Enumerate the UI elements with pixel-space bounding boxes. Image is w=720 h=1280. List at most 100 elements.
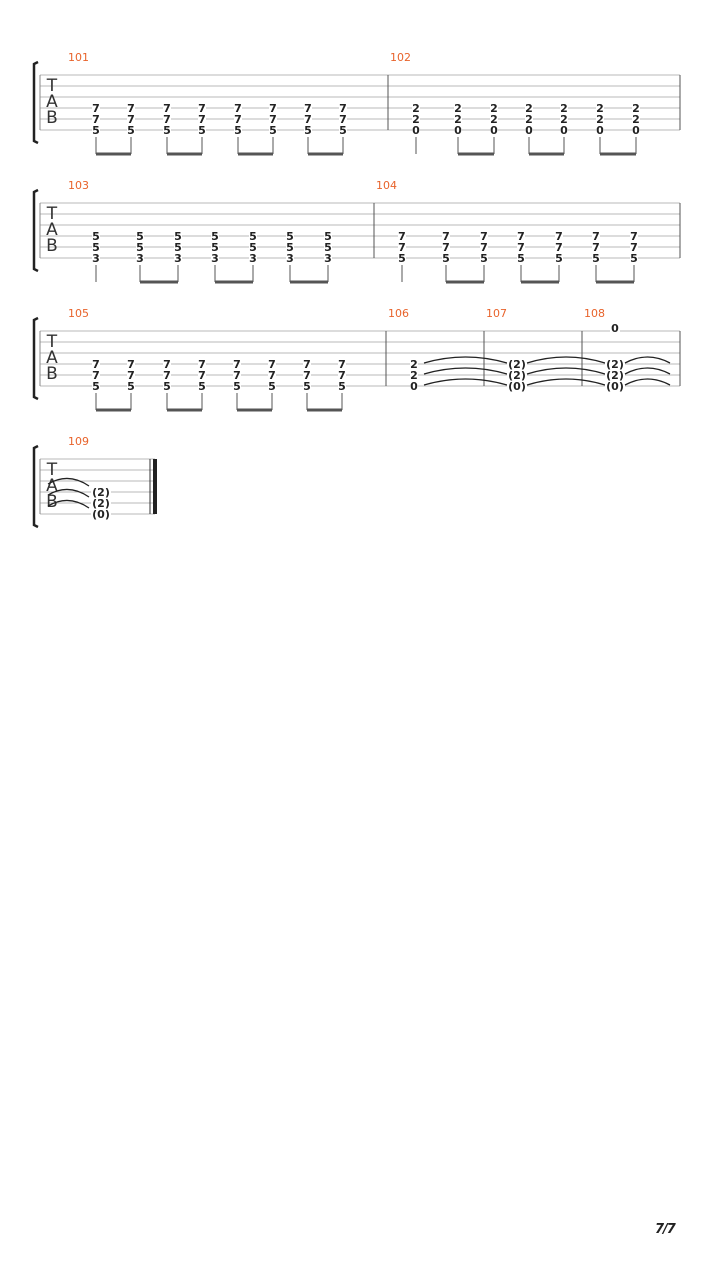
fret-mask — [324, 231, 332, 241]
tie-arc — [47, 477, 90, 487]
fret-number: 7 — [92, 358, 100, 371]
fret-mask — [163, 359, 171, 369]
fret-mask — [632, 125, 640, 135]
tab-clef-letter: B — [46, 108, 58, 128]
fret-number: 2 — [410, 369, 418, 382]
fret-mask — [412, 103, 420, 113]
fret-mask — [605, 359, 625, 369]
fret-mask — [555, 253, 563, 263]
fret-mask — [234, 125, 242, 135]
fret-number: 2 — [410, 358, 418, 371]
fret-mask — [127, 114, 135, 124]
fret-number: 7 — [339, 102, 347, 115]
fret-number: 2 — [632, 113, 640, 126]
fret-mask — [632, 114, 640, 124]
fret-number: 0 — [412, 124, 420, 137]
fret-number: 5 — [92, 380, 100, 393]
tie-arc — [47, 488, 90, 498]
fret-number: 2 — [454, 102, 462, 115]
fret-number: 7 — [303, 358, 311, 371]
fret-number: 7 — [234, 102, 242, 115]
fret-number: 3 — [249, 252, 257, 265]
fret-mask — [234, 103, 242, 113]
fret-mask — [136, 231, 144, 241]
fret-number: 7 — [592, 241, 600, 254]
tab-clef-letter: B — [46, 492, 58, 512]
fret-mask — [198, 370, 206, 380]
fret-mask — [91, 498, 111, 508]
fret-number: 5 — [286, 230, 294, 243]
fret-mask — [136, 253, 144, 263]
fret-number: 5 — [92, 230, 100, 243]
tab-clef-letter: T — [46, 332, 58, 352]
fret-mask — [92, 114, 100, 124]
fret-number: 2 — [525, 113, 533, 126]
fret-number: (0) — [92, 508, 110, 521]
fret-mask — [127, 370, 135, 380]
fret-mask — [127, 125, 135, 135]
fret-number: 7 — [398, 241, 406, 254]
fret-mask — [163, 381, 171, 391]
fret-number: 3 — [174, 252, 182, 265]
fret-number: 7 — [555, 241, 563, 254]
fret-number: 7 — [304, 102, 312, 115]
fret-mask — [324, 253, 332, 263]
fret-mask — [211, 253, 219, 263]
fret-mask — [454, 125, 462, 135]
fret-mask — [92, 253, 100, 263]
tie-arc — [526, 367, 606, 375]
fret-number: 7 — [442, 241, 450, 254]
tie-arc — [624, 367, 671, 375]
fret-number: 7 — [269, 113, 277, 126]
measure-number: 108 — [584, 307, 605, 320]
fret-mask — [338, 370, 346, 380]
fret-mask — [233, 381, 241, 391]
fret-number: 5 — [338, 380, 346, 393]
fret-number: 0 — [490, 124, 498, 137]
fret-number: 5 — [592, 252, 600, 265]
page-number: 7/7 — [655, 1222, 676, 1237]
fret-mask — [198, 125, 206, 135]
fret-mask — [233, 370, 241, 380]
fret-mask — [560, 114, 568, 124]
fret-number: 7 — [198, 113, 206, 126]
fret-mask — [286, 231, 294, 241]
fret-mask — [398, 253, 406, 263]
fret-mask — [249, 231, 257, 241]
fret-number: 2 — [490, 113, 498, 126]
fret-number: 5 — [127, 124, 135, 137]
fret-number: 5 — [339, 124, 347, 137]
fret-mask — [442, 231, 450, 241]
measure-number: 105 — [68, 307, 89, 320]
fret-number: 7 — [517, 230, 525, 243]
fret-mask — [91, 487, 111, 497]
system-bracket — [32, 444, 39, 529]
fret-number: 5 — [174, 230, 182, 243]
fret-mask — [233, 359, 241, 369]
fret-number: 5 — [480, 252, 488, 265]
fret-mask — [163, 370, 171, 380]
fret-mask — [303, 370, 311, 380]
fret-number: 7 — [480, 241, 488, 254]
fret-mask — [339, 125, 347, 135]
fret-mask — [92, 370, 100, 380]
fret-number: 7 — [198, 102, 206, 115]
measure-number: 101 — [68, 51, 89, 64]
fret-mask — [592, 231, 600, 241]
fret-number: 2 — [490, 102, 498, 115]
fret-number: 2 — [560, 102, 568, 115]
fret-number: 5 — [211, 241, 219, 254]
fret-mask — [92, 381, 100, 391]
tie-arc — [423, 356, 508, 364]
fret-number: (2) — [508, 358, 526, 371]
fret-number: 7 — [127, 369, 135, 382]
fret-mask — [442, 253, 450, 263]
fret-number: (2) — [508, 369, 526, 382]
fret-mask — [507, 370, 527, 380]
fret-number: 7 — [163, 102, 171, 115]
fret-mask — [286, 253, 294, 263]
fret-mask — [517, 253, 525, 263]
tie-arc — [423, 367, 508, 375]
